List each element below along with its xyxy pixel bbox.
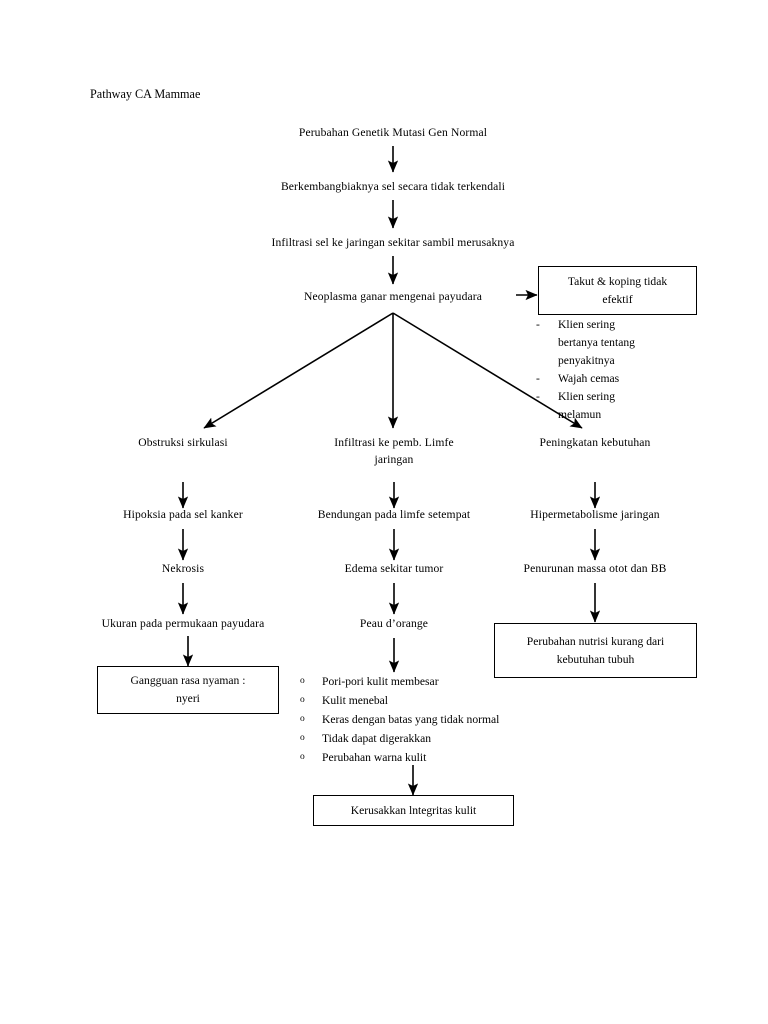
page-title: Pathway CA Mammae [90, 87, 201, 101]
circle-bullet-marker: o [300, 733, 305, 743]
edge-n4-branch-left [203, 312, 394, 429]
list-item-label: Tidak dapat digerakkan [322, 732, 432, 745]
list-item-label: Keras dengan batas yang tidak normal [322, 713, 500, 726]
list-item: o Pori-pori kulit membesar [300, 672, 560, 691]
node-infiltrasi-pemb-limfe: Infiltrasi ke pemb. Limfe jaringan [334, 436, 454, 466]
circle-bullet-marker: o [300, 752, 305, 762]
dash-marker: - [536, 318, 540, 331]
circle-bullet-marker: o [300, 714, 305, 724]
node-penurunan-massa-otot-bb: Penurunan massa otot dan BB [523, 562, 667, 575]
list-item-label: Kulit menebal [322, 694, 389, 707]
node-berkembangbiaknya-sel: Berkembangbiaknya sel secara tidak terke… [280, 180, 506, 193]
box-kerusakkan-integritas-kulit: Kerusakkan lntegritas kulit [313, 795, 514, 826]
box-takut-koping-tidak-efektif: Takut & koping tidak efektif [538, 266, 697, 315]
node-edema-sekitar-tumor: Edema sekitar tumor [344, 562, 444, 575]
list-item-label: Perubahan warna kulit [322, 751, 427, 764]
circle-bullet-marker: o [300, 695, 305, 705]
node-ukuran-permukaan-payudara: Ukuran pada permukaan payudara [101, 617, 265, 630]
list-item-label: Klien sering bertanya tentang penyakitny… [558, 318, 635, 367]
coping-symptom-list: - Klien sering bertanya tentang penyakit… [536, 316, 656, 424]
node-nekrosis: Nekrosis [161, 562, 205, 575]
node-hipoksia-sel-kanker: Hipoksia pada sel kanker [123, 508, 243, 521]
node-hipermetabolisme-jaringan: Hipermetabolisme jaringan [530, 508, 660, 521]
node-neoplasma-ganar: Neoplasma ganar mengenai payudara [304, 290, 482, 303]
skin-symptom-list: o Pori-pori kulit membesar o Kulit meneb… [300, 672, 560, 767]
list-item-label: Wajah cemas [558, 372, 620, 385]
node-bendungan-limfe-setempat: Bendungan pada limfe setempat [317, 508, 471, 521]
dash-marker: - [536, 390, 540, 403]
list-item: o Kulit menebal [300, 691, 560, 710]
list-item: - Klien sering melamun [536, 388, 656, 424]
node-obstruksi-sirkulasi: Obstruksi sirkulasi [138, 436, 228, 449]
list-item: o Perubahan warna kulit [300, 748, 560, 767]
node-infiltrasi-sel: Infiltrasi sel ke jaringan sekitar sambi… [271, 236, 515, 249]
node-peningkatan-kebutuhan: Peningkatan kebutuhan [539, 436, 651, 449]
list-item: - Klien sering bertanya tentang penyakit… [536, 316, 656, 370]
list-item: o Tidak dapat digerakkan [300, 729, 560, 748]
node-peau-d-orange: Peau d’orange [359, 617, 429, 630]
box-perubahan-nutrisi-kurang: Perubahan nutrisi kurang dari kebutuhan … [494, 623, 697, 678]
list-item-label: Klien sering melamun [558, 390, 615, 421]
dash-marker: - [536, 372, 540, 385]
list-item: - Wajah cemas [536, 370, 656, 388]
list-item: o Keras dengan batas yang tidak normal [300, 710, 560, 729]
circle-bullet-marker: o [300, 676, 305, 686]
list-item-label: Pori-pori kulit membesar [322, 675, 439, 688]
node-perubahan-genetik: Perubahan Genetik Mutasi Gen Normal [298, 126, 488, 139]
box-gangguan-rasa-nyaman-nyeri: Gangguan rasa nyaman : nyeri [97, 666, 279, 714]
